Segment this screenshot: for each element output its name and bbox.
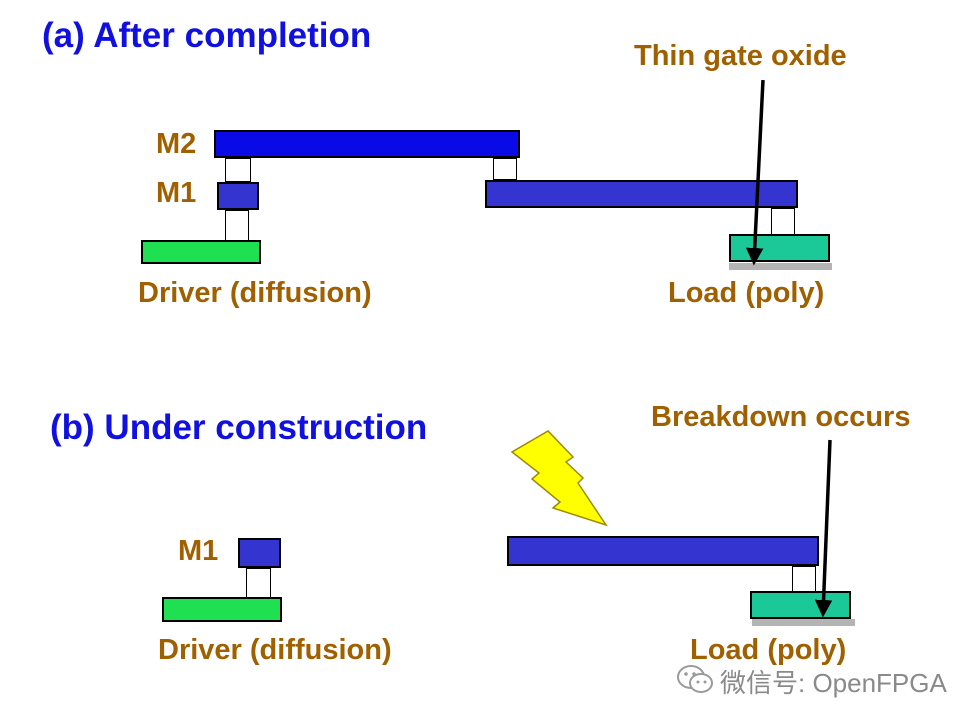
driver-diffusion-b	[162, 597, 282, 622]
via-m2-m1-right	[493, 158, 517, 180]
m1-stub-driver-b	[238, 538, 281, 568]
breakdown-occurs-label: Breakdown occurs	[651, 401, 911, 433]
title-after-completion: (a) After completion	[42, 16, 372, 55]
contact-driver-b	[246, 568, 271, 598]
thin-gate-oxide-arrow	[745, 79, 765, 266]
m2-wire	[214, 130, 520, 158]
driver-diffusion	[141, 240, 261, 264]
driver-label-b: Driver (diffusion)	[158, 634, 392, 666]
m1-label: M1	[156, 177, 197, 209]
gate-oxide	[729, 263, 832, 270]
lightning-bolt-icon	[510, 430, 608, 527]
breakdown-arrow	[814, 439, 833, 618]
m1-label-b: M1	[178, 535, 219, 567]
contact-driver	[225, 210, 249, 241]
load-label-b: Load (poly)	[690, 634, 847, 666]
driver-label: Driver (diffusion)	[138, 277, 372, 309]
wechat-icon	[676, 663, 714, 697]
m1-wire-load-b	[507, 536, 819, 566]
m1-stub-driver	[217, 182, 259, 210]
m1-wire-load	[485, 180, 798, 208]
load-label: Load (poly)	[668, 277, 825, 309]
m2-label: M2	[156, 128, 197, 160]
via-m2-m1-left	[225, 158, 251, 182]
load-poly-b	[750, 591, 851, 619]
load-poly	[729, 234, 830, 262]
contact-load-b	[792, 566, 816, 593]
thin-gate-oxide-label: Thin gate oxide	[634, 40, 847, 72]
watermark-text: 微信号: OpenFPGA	[720, 668, 947, 698]
gate-oxide-b	[752, 619, 855, 626]
title-under-construction: (b) Under construction	[50, 408, 428, 447]
contact-load	[771, 208, 795, 235]
